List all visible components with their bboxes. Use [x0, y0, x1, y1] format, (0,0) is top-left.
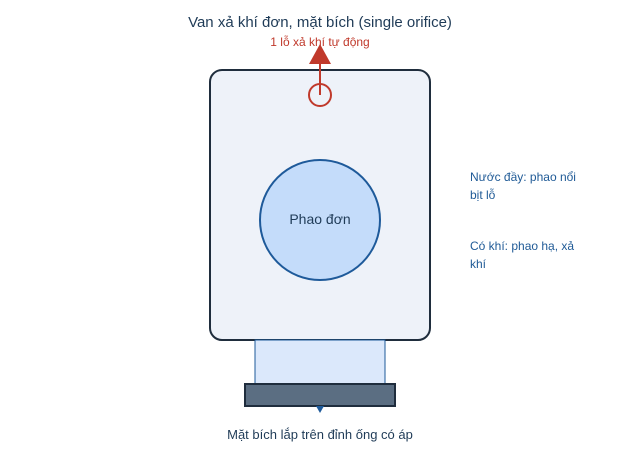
- float-ball: [259, 159, 381, 281]
- orifice-label: 1 lỗ xả khí tự động: [270, 35, 370, 49]
- note-water-full: Nước đầy: phao nổi bịt lỗ: [470, 170, 576, 202]
- flange-label: Mặt bích lắp trên đỉnh ống có áp: [227, 427, 413, 442]
- float-label: Phao đơn: [289, 211, 351, 227]
- valve-neck: [254, 339, 386, 386]
- air-release-arrow-icon: [309, 44, 331, 64]
- note-air-present: Có khí: phao hạ, xả khí: [470, 239, 575, 271]
- flange-plate: [244, 383, 396, 407]
- flange-pointer-icon: [316, 406, 324, 413]
- diagram-title: Van xả khí đơn, mặt bích (single orifice…: [188, 14, 452, 31]
